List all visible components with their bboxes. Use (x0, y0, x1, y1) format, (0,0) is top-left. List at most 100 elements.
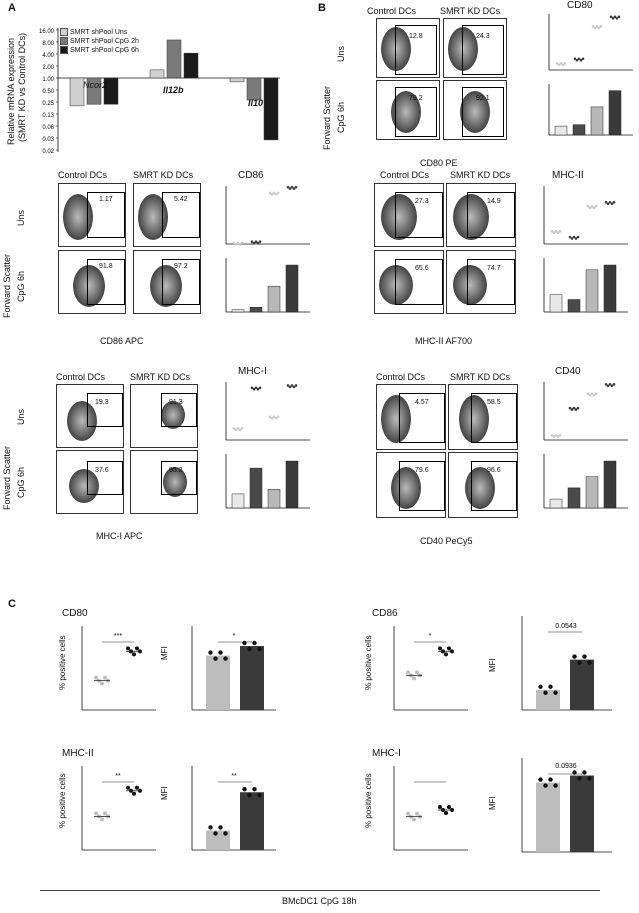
c-cd80-pct-svg: *** (81, 626, 156, 711)
c-bar-dot (587, 776, 592, 781)
summary-dot (252, 388, 256, 391)
c-mhcii-mfi-sig: ** (231, 773, 237, 780)
summary-bar (267, 285, 281, 313)
summary-dot (572, 235, 576, 239)
summary-dot (591, 25, 595, 28)
a-ytick: 0.25 (42, 101, 54, 107)
panel-a-bars (69, 39, 279, 141)
summary-dot (552, 435, 556, 439)
summary-dot (574, 237, 578, 240)
summary-dot (276, 415, 280, 419)
summary-bar (249, 307, 263, 313)
c-dot (132, 652, 136, 657)
summary-dot (555, 61, 559, 65)
summary-dot (610, 202, 614, 206)
c-dot (406, 811, 410, 816)
cd80-fsc-label: Forward Scatter (322, 85, 332, 150)
a-bar (166, 39, 182, 79)
summary-bar (590, 106, 604, 136)
c-bar-dot (582, 654, 587, 659)
c-bar (240, 792, 264, 850)
summary-dot (236, 241, 240, 245)
summary-dot (558, 434, 562, 437)
c-bar-dot (548, 777, 553, 782)
c-bar-dot (252, 640, 257, 646)
summary-dot (610, 384, 614, 388)
c-bar-dot (208, 825, 213, 830)
cd40-plot-uns-control: 4.57 (376, 384, 446, 450)
summary-dot (238, 243, 242, 246)
a-bar (246, 77, 262, 101)
mhcii-plot-cpg-kd: 74.7 (446, 250, 516, 314)
summary-bar (267, 488, 281, 509)
c-mhcii-mfi-ylabel: MFI (160, 786, 169, 800)
a-bar (86, 77, 102, 105)
summary-dot (561, 63, 565, 67)
cd40-plot-cpg-control: 79.6 (376, 452, 446, 518)
summary-dot (604, 200, 608, 204)
summary-dot (234, 243, 238, 246)
c-bar-dot (247, 793, 252, 798)
summary-dot (592, 206, 596, 210)
mhci-plot-uns-kd: 91.3 (130, 384, 198, 448)
a-ytick: 0.02 (42, 149, 54, 155)
cd80-header-control: Control DCs (367, 6, 417, 16)
mhcii-summary-svg (543, 186, 628, 313)
summary-dot (611, 17, 615, 20)
summary-dot (272, 191, 276, 195)
c-dot (94, 675, 98, 680)
cd80-header-kd: SMRT KD DCs (440, 6, 501, 16)
mhcii-plot-uns-kd: 14.9 (446, 183, 516, 247)
summary-dot (586, 392, 590, 395)
summary-dot (579, 59, 583, 62)
a-bar (69, 77, 85, 107)
cd40-summary-svg (543, 382, 628, 509)
summary-dot (593, 26, 597, 30)
legend-item-cpg2h: SMRT shPool CpG 2h (60, 36, 139, 46)
c-bar-dot (218, 650, 223, 655)
mhci-header-control: Control DCs (56, 372, 106, 382)
summary-dot (570, 237, 574, 240)
summary-dot (606, 384, 610, 388)
summary-dot (557, 63, 561, 67)
summary-dot (270, 193, 274, 196)
summary-dot (568, 235, 572, 239)
c-dot (132, 791, 136, 796)
cd86-summary-svg (225, 185, 310, 313)
summary-bar (549, 294, 563, 313)
cd86-cpg-label: CpG 6h (16, 270, 26, 302)
c-dot (447, 646, 451, 651)
c-bar-dot (213, 831, 218, 836)
summary-dot (612, 383, 616, 386)
summary-dot (258, 386, 262, 390)
cd86-header-kd: SMRT KD DCs (133, 170, 194, 180)
mhcii-summary-title: MHC-II (552, 170, 584, 181)
cd80-cpg-label: CpG 6h (336, 101, 346, 133)
c-cd86-sig: * (429, 633, 432, 640)
summary-dot (572, 406, 576, 410)
summary-dot (588, 206, 592, 210)
summary-dot (592, 393, 596, 397)
summary-dot (252, 241, 256, 245)
summary-bar (585, 269, 599, 313)
mhci-summary-svg (225, 382, 310, 509)
panel-a-ylabel-2: (SMRT KD vs Control DCs) (17, 32, 27, 142)
summary-dot (554, 434, 558, 437)
summary-dot (594, 392, 598, 395)
summary-dot (558, 229, 562, 233)
c-bar-dot (543, 690, 548, 695)
mhci-fsc-label: Forward Scatter (2, 445, 12, 510)
cd80-summary-svg (548, 14, 633, 136)
summary-dot (232, 241, 236, 245)
mhcii-header-control: Control DCs (380, 170, 430, 180)
a-ytick: 16.00 (39, 29, 55, 35)
mhcii-axis-label: MHC-II AF700 (415, 336, 473, 346)
summary-dot (274, 417, 278, 420)
summary-dot (550, 229, 554, 233)
a-ytick: 0.03 (42, 137, 54, 143)
summary-dot (250, 386, 254, 390)
summary-dot (294, 384, 298, 387)
a-ytick: 8.00 (42, 41, 54, 47)
panel-letter-a: A (8, 2, 16, 14)
summary-bar (585, 476, 599, 509)
